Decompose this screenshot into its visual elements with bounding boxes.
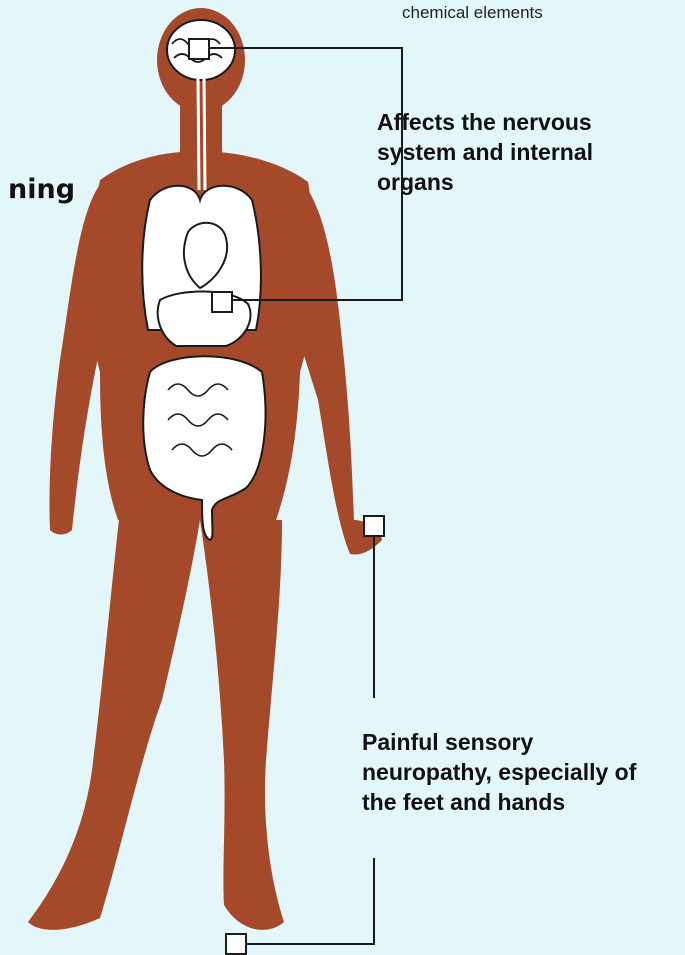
top-caption: chemical elements: [402, 2, 543, 24]
organ-marker: [212, 292, 232, 312]
nervous-system-label: Affects the nervous system and internal …: [377, 108, 677, 198]
side-text-fragment: ning: [8, 172, 75, 207]
left-arm: [49, 182, 104, 535]
neuropathy-label: Painful sensory neuropathy, especially o…: [362, 728, 682, 818]
neck: [180, 100, 222, 160]
hand-marker: [364, 516, 384, 536]
right-leg: [200, 520, 284, 930]
right-arm: [296, 180, 382, 554]
brain-marker: [189, 39, 209, 59]
left-leg: [28, 510, 200, 930]
foot-marker: [226, 934, 246, 954]
